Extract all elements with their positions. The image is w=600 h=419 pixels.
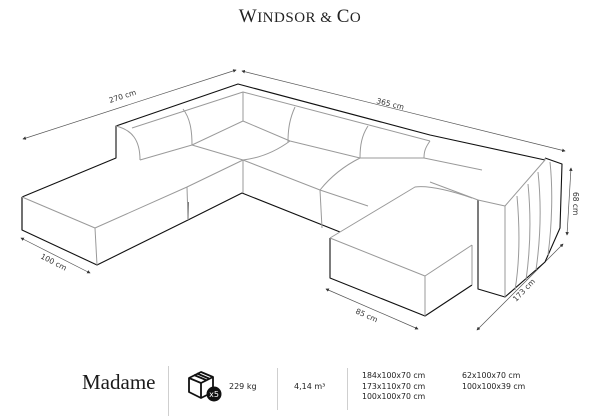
module-dimension: 184x100x70 cm — [362, 371, 426, 380]
dim-line-68 — [565, 167, 573, 236]
divider — [277, 368, 278, 410]
module-dimension: 100x100x39 cm — [462, 381, 526, 391]
sofa-technical-drawing: 270 cm 365 cm 68 cm 100 cm 85 cm 173 cm — [20, 69, 580, 331]
dim-line-270 — [22, 69, 237, 140]
dim-line-100 — [20, 237, 91, 274]
divider — [347, 368, 348, 410]
volume-value: 4,14 m³ — [294, 382, 326, 391]
brand-initial: W — [238, 6, 258, 27]
divider — [168, 366, 169, 416]
weight-value: 229 kg — [229, 382, 257, 391]
sofa-outline-light — [21, 91, 553, 316]
dim-line-85 — [325, 288, 419, 330]
dim-label-85: 85 cm — [354, 307, 379, 325]
dim-label-270: 270 cm — [108, 88, 138, 105]
module-dimension: 100x100x70 cm — [362, 392, 426, 401]
brand-logo: WINDSOR & CO — [0, 6, 600, 28]
package-box-icon: x5 — [188, 371, 222, 402]
brand-co-initial: C — [336, 6, 350, 27]
package-count: x5 — [209, 390, 219, 399]
module-dimension: 62x100x70 cm — [462, 371, 521, 380]
dim-label-68: 68 cm — [571, 192, 580, 215]
dim-line-173 — [476, 243, 564, 331]
dim-label-365: 365 cm — [376, 96, 405, 112]
product-name: Madame — [82, 370, 156, 394]
dim-line-365 — [241, 70, 566, 152]
module-dimension: 173x110x70 cm — [362, 381, 426, 391]
dimension-lines — [20, 69, 573, 331]
module-dimensions-col1: 184x100x70 cm 173x110x70 cm 100x100x70 c… — [362, 371, 425, 403]
brand-co-text: O — [349, 10, 362, 26]
brand-text: INDSOR & — [257, 10, 337, 26]
sofa-outline-dark — [21, 83, 563, 317]
product-info-footer: Madame x5 229 kg 4,14 m³ 184x100x70 cm 1… — [0, 362, 600, 419]
module-dimensions-col2: 62x100x70 cm 100x100x39 cm — [462, 371, 525, 392]
